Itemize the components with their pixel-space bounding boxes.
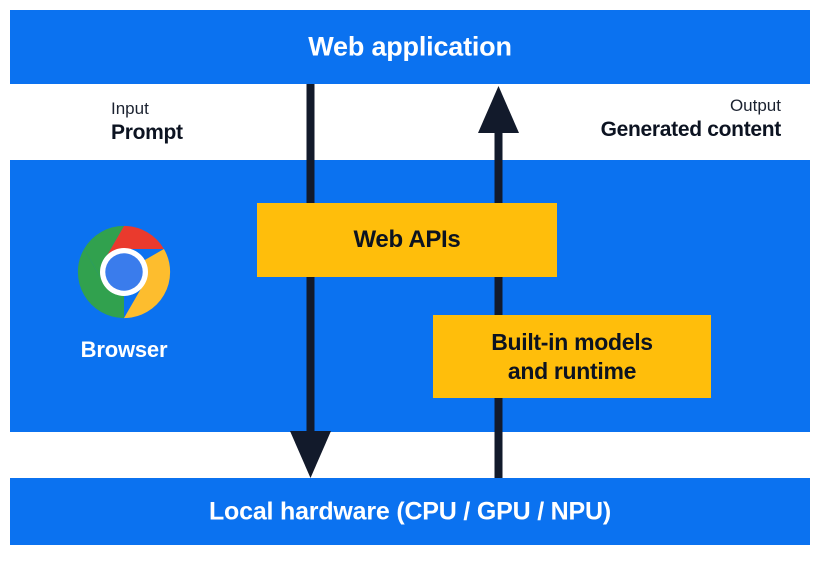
chrome-logo-icon xyxy=(77,225,171,319)
flow-label-output: Output Generated content xyxy=(600,96,782,142)
layer-local-hardware-label: Local hardware (CPU / GPU / NPU) xyxy=(208,497,611,525)
box-builtin-models-line1: Built-in models xyxy=(491,329,653,356)
flow-output-value: Generated content xyxy=(600,117,782,141)
layer-web-application-label: Web application xyxy=(308,31,512,62)
flow-input-value: Prompt xyxy=(111,120,183,144)
browser-label: Browser xyxy=(80,337,168,362)
box-web-apis: Web APIs xyxy=(257,203,557,277)
box-web-apis-label: Web APIs xyxy=(353,226,461,253)
box-builtin-models: Built-in models and runtime xyxy=(433,315,711,398)
layer-web-application: Web application xyxy=(10,10,810,84)
flow-output-kind: Output xyxy=(729,96,781,115)
box-builtin-models-line2: and runtime xyxy=(507,357,637,384)
layer-local-hardware: Local hardware (CPU / GPU / NPU) xyxy=(10,478,810,545)
browser-identity: Browser xyxy=(65,224,183,363)
box-builtin-models-label: Built-in models and runtime xyxy=(491,328,653,384)
flow-label-input: Input Prompt xyxy=(111,99,183,145)
flow-input-kind: Input xyxy=(111,99,149,118)
